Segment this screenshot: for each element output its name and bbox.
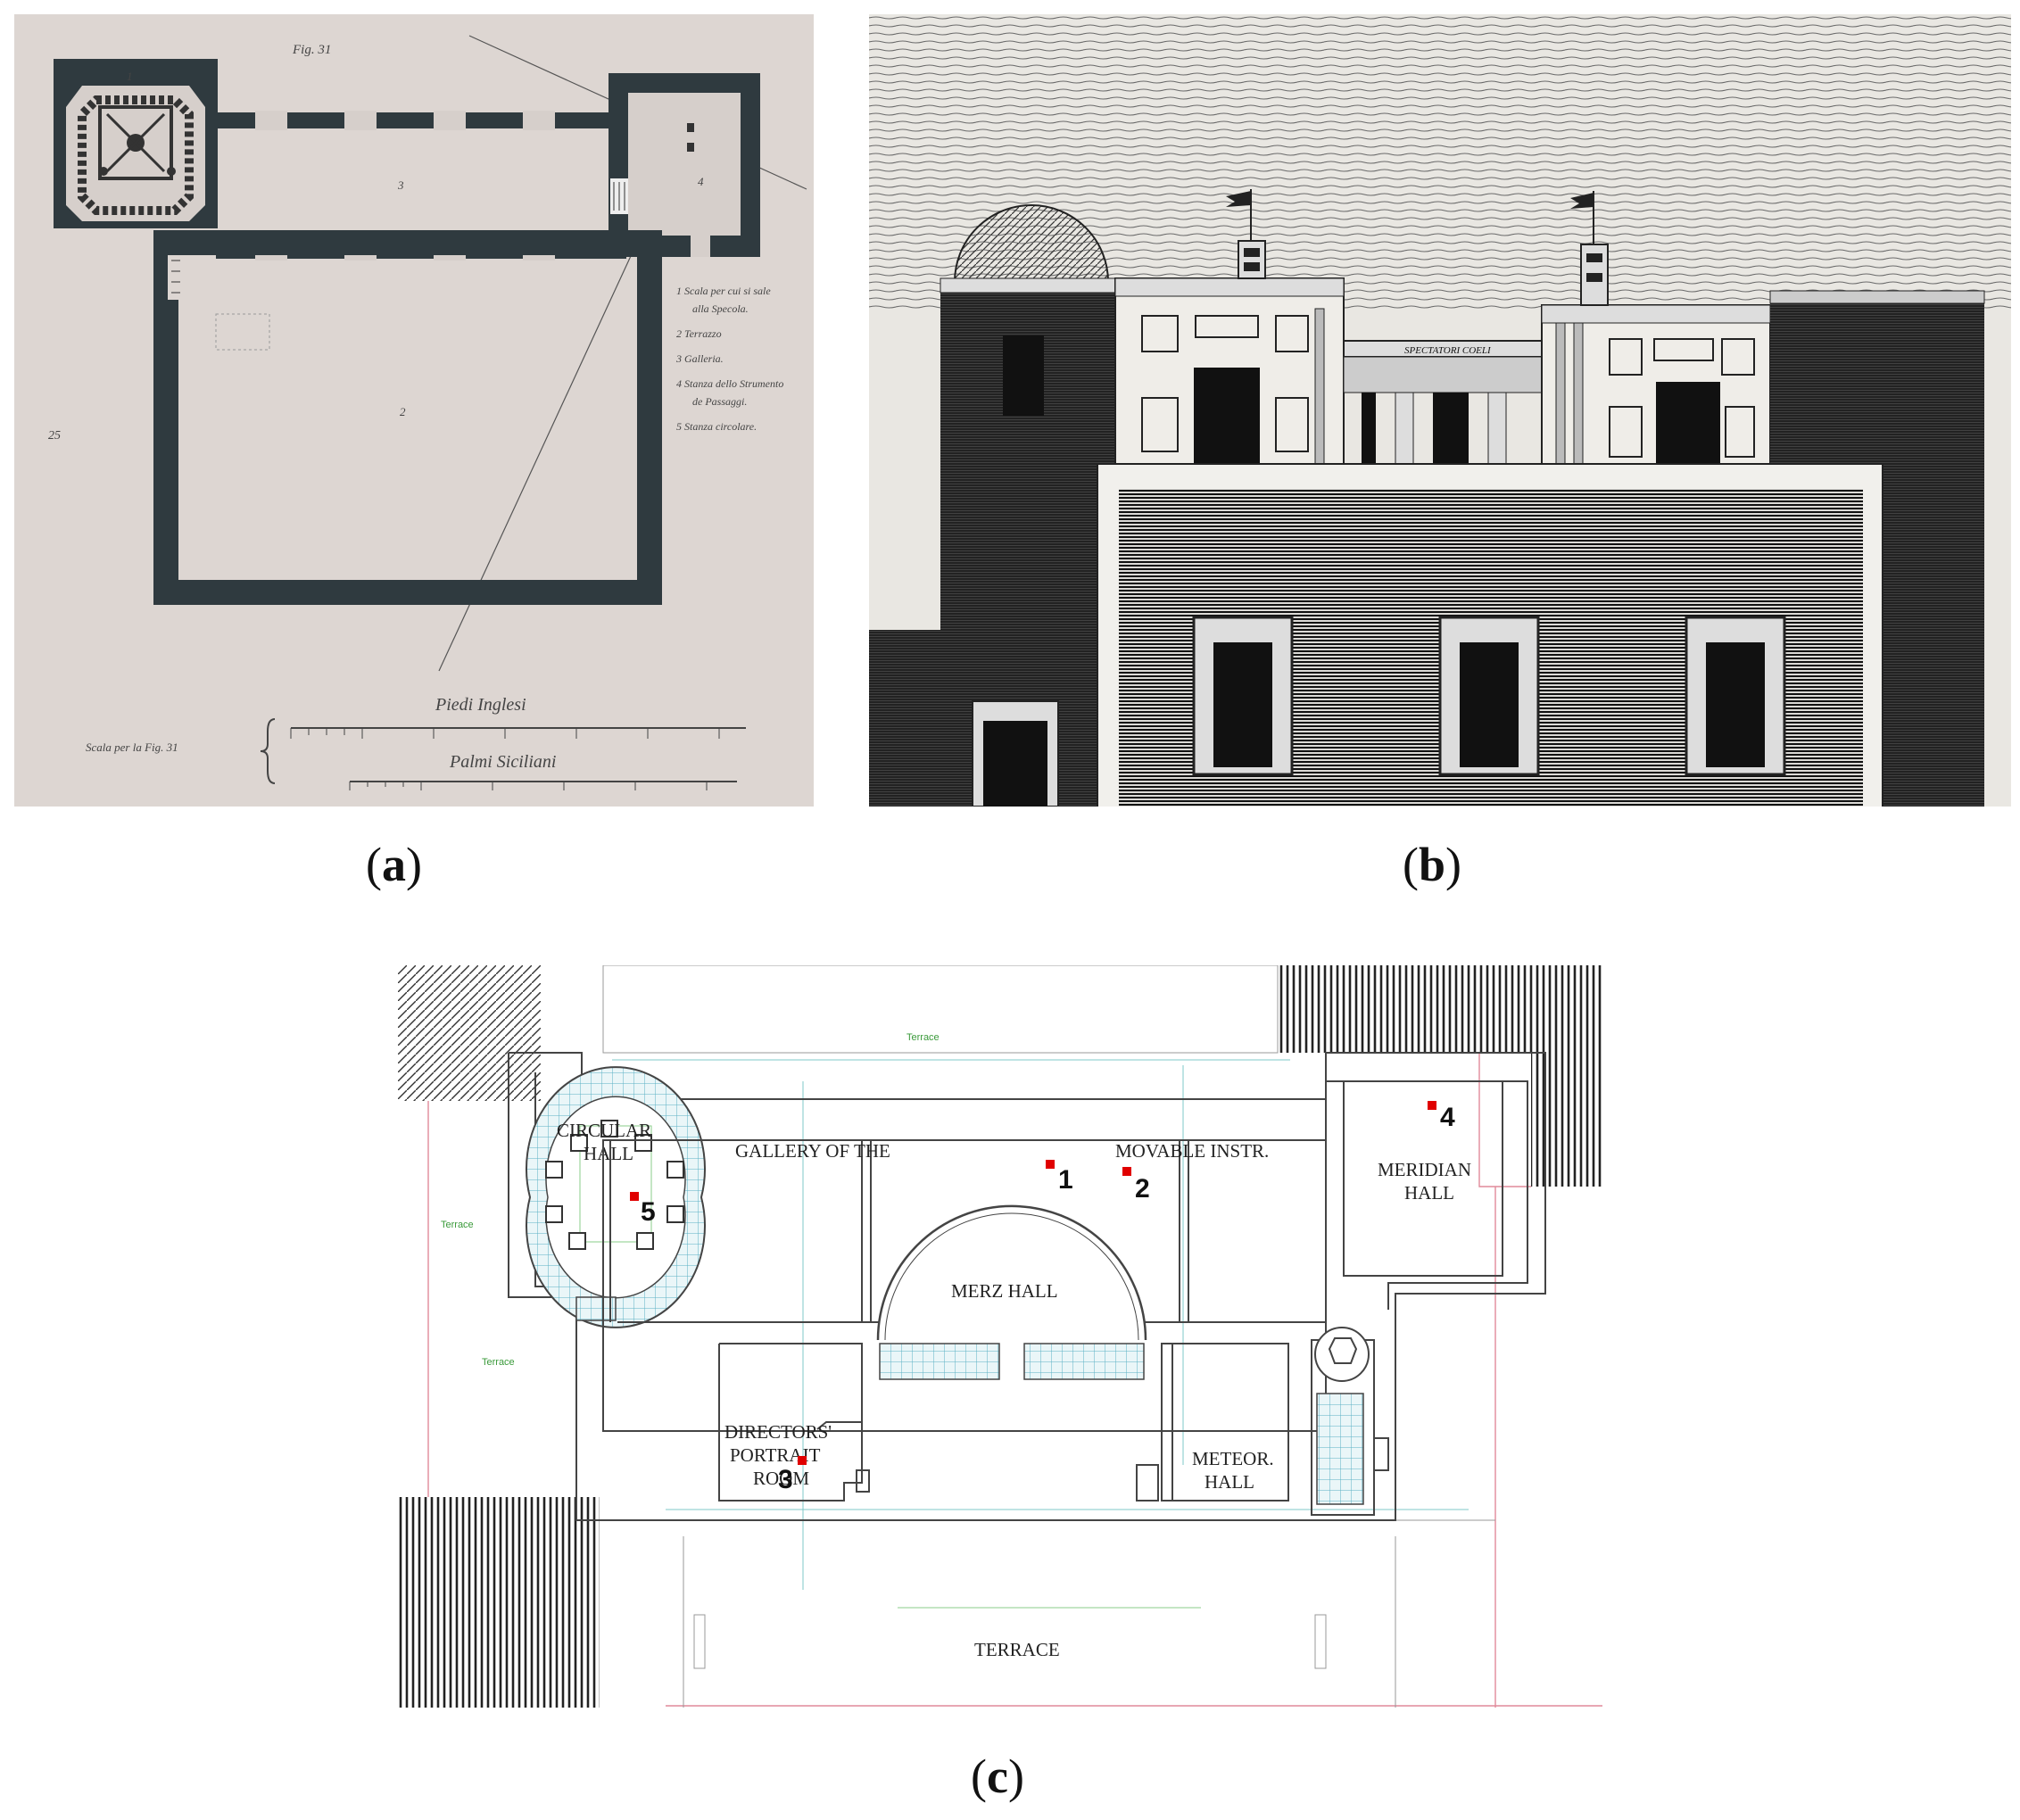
adjacent-building-sw bbox=[398, 1497, 600, 1708]
svg-text:Scala per la Fig. 31: Scala per la Fig. 31 bbox=[86, 740, 178, 754]
stair-left bbox=[879, 1343, 1000, 1380]
svg-text:de Passaggi.: de Passaggi. bbox=[692, 395, 747, 408]
terrace-outline bbox=[153, 230, 662, 605]
svg-text:1: 1 bbox=[1058, 1165, 1073, 1195]
caption-c: (c) bbox=[971, 1750, 1024, 1803]
measurement-markers: 1 2 3 4 5 bbox=[630, 1101, 1455, 1494]
label-circular-hall-2: HALL bbox=[584, 1143, 633, 1164]
page-number: 25 bbox=[48, 429, 61, 443]
svg-text:Piedi Inglesi: Piedi Inglesi bbox=[435, 695, 526, 715]
svg-text:3: 3 bbox=[778, 1465, 793, 1494]
svg-text:3 Galleria.: 3 Galleria. bbox=[675, 352, 724, 365]
meridian-hall bbox=[1343, 1080, 1503, 1277]
label-gallery-left: GALLERY OF THE bbox=[735, 1140, 890, 1162]
fig-label: Fig. 31 bbox=[292, 43, 331, 57]
panel-a-historic-floor-plan: Fig. 31 3 bbox=[14, 14, 814, 807]
marker-2 bbox=[1122, 1167, 1131, 1176]
svg-text:5 Stanza circolare.: 5 Stanza circolare. bbox=[676, 420, 757, 433]
tower-circular-room bbox=[54, 59, 218, 228]
spiral-stair-tower bbox=[1311, 1327, 1389, 1516]
label-terrace: TERRACE bbox=[974, 1639, 1060, 1660]
svg-text:2 Terrazzo: 2 Terrazzo bbox=[676, 327, 722, 340]
stair-right bbox=[1023, 1343, 1145, 1380]
room-number-1: 1 bbox=[127, 70, 133, 83]
caption-b: (b) bbox=[1403, 838, 1462, 891]
label-directors-3: ROOM bbox=[753, 1468, 809, 1489]
label-directors-1: DIRECTORS' bbox=[724, 1421, 832, 1443]
panel-c-modern-floor-plan: CIRCULAR HALL GALLERY OF THE MOVABLE INS… bbox=[398, 965, 1602, 1708]
label-meteor-hall-1: METEOR. bbox=[1192, 1448, 1274, 1469]
marker-4 bbox=[1428, 1101, 1436, 1110]
scale-bars: Scala per la Fig. 31 Piedi Inglesi Palmi… bbox=[86, 695, 746, 790]
terrace-label-north: Terrace bbox=[907, 1032, 940, 1043]
room-number-2: 2 bbox=[400, 405, 406, 418]
svg-text:2: 2 bbox=[1135, 1174, 1150, 1204]
label-directors-2: PORTRAIT bbox=[730, 1444, 821, 1466]
svg-text:1 Scala per cui si sale: 1 Scala per cui si sale bbox=[676, 285, 771, 297]
label-merz-hall: MERZ HALL bbox=[951, 1280, 1058, 1302]
room-number-3: 3 bbox=[397, 178, 404, 192]
legend: 1 Scala per cui si sale alla Specola. 2 … bbox=[675, 285, 783, 433]
svg-text:Palmi Siciliani: Palmi Siciliani bbox=[449, 752, 556, 772]
label-meridian-hall-2: HALL bbox=[1404, 1182, 1454, 1204]
svg-text:4: 4 bbox=[1440, 1103, 1455, 1132]
svg-text:4 Stanza dello Strumento: 4 Stanza dello Strumento bbox=[676, 377, 783, 390]
directors-portrait-room bbox=[718, 1343, 870, 1502]
caption-a: (a) bbox=[366, 838, 422, 891]
marker-1 bbox=[1046, 1160, 1055, 1169]
room-number-4: 4 bbox=[698, 175, 704, 188]
adjacent-building-nw bbox=[398, 965, 541, 1101]
main-facade bbox=[869, 463, 1883, 807]
adjacent-building-ne bbox=[1278, 965, 1602, 1053]
circular-hall bbox=[526, 1066, 706, 1328]
meteorological-hall bbox=[1136, 1343, 1289, 1502]
svg-text:alla Specola.: alla Specola. bbox=[692, 302, 749, 315]
svg-text:5: 5 bbox=[641, 1197, 656, 1227]
left-pavilion bbox=[1114, 189, 1345, 472]
label-meteor-hall-2: HALL bbox=[1205, 1471, 1254, 1493]
marker-5 bbox=[630, 1192, 639, 1201]
balustrade-inscription: SPECTATORI COELI bbox=[1404, 345, 1492, 356]
tower-meridian-room bbox=[608, 73, 760, 257]
terrace-label-west: Terrace bbox=[441, 1220, 474, 1230]
marker-3 bbox=[798, 1456, 807, 1465]
label-gallery-right: MOVABLE INSTR. bbox=[1115, 1140, 1269, 1162]
label-circular-hall-1: CIRCULAR bbox=[557, 1120, 651, 1141]
label-meridian-hall-1: MERIDIAN bbox=[1378, 1159, 1471, 1180]
terrace-label-southwest: Terrace bbox=[482, 1357, 515, 1368]
balustrade: SPECTATORI COELI bbox=[1343, 340, 1543, 472]
panel-b-engraving-elevation: SPECTATORI COELI bbox=[869, 14, 2011, 807]
right-pavilion bbox=[1541, 191, 1771, 472]
merz-hall-dome bbox=[876, 1204, 1147, 1341]
